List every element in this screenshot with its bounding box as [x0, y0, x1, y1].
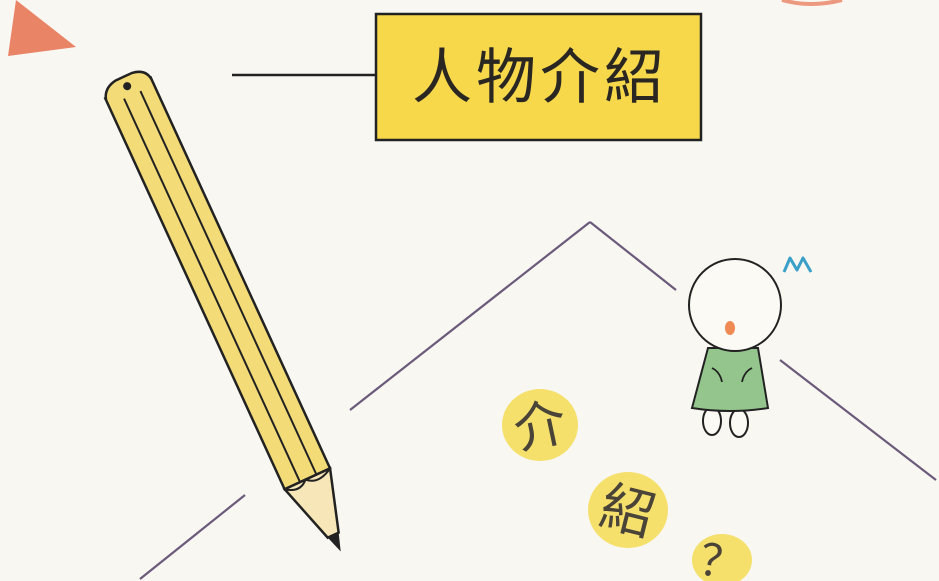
- corner-arc-mark: [781, 0, 843, 6]
- highlight-blob: [502, 389, 578, 461]
- pencil-top-dot: [123, 82, 132, 91]
- figure-head: [688, 258, 782, 352]
- figure-arm: [711, 367, 723, 383]
- title-box: 人物介紹: [374, 12, 703, 142]
- paper-edge-top-left: [349, 221, 591, 411]
- paper-edge-bottom-left: [139, 494, 246, 580]
- page-title: 人物介紹: [412, 43, 668, 113]
- pencil-body: [103, 75, 332, 491]
- paper-writing: 介 紹 ？: [502, 389, 752, 581]
- pencil-facet-line: [139, 90, 318, 476]
- pencil-cone-edge: [284, 467, 331, 492]
- corner-triangle-icon: [8, 0, 76, 56]
- pencil-graphite-tip: [327, 532, 341, 552]
- title-box-background: [374, 12, 703, 142]
- figure-mouth: [725, 321, 735, 335]
- paper-char: 介: [509, 392, 572, 462]
- figure-leg: [729, 408, 749, 438]
- person-figure: [688, 256, 813, 438]
- figure-arm: [741, 367, 753, 383]
- paper-sheet: [139, 221, 937, 580]
- highlight-blob: [692, 534, 752, 581]
- paper-edge-top-right: [589, 221, 677, 291]
- pencil-icon: [103, 70, 341, 552]
- paper-edge-right: [779, 359, 937, 481]
- surprise-mark-icon: [782, 256, 813, 273]
- paper-char: ？: [695, 535, 747, 581]
- highlight-blob: [588, 472, 668, 548]
- pencil-facet-line: [123, 98, 301, 483]
- figure-body: [690, 347, 770, 412]
- pencil-wood-cone: [282, 466, 341, 540]
